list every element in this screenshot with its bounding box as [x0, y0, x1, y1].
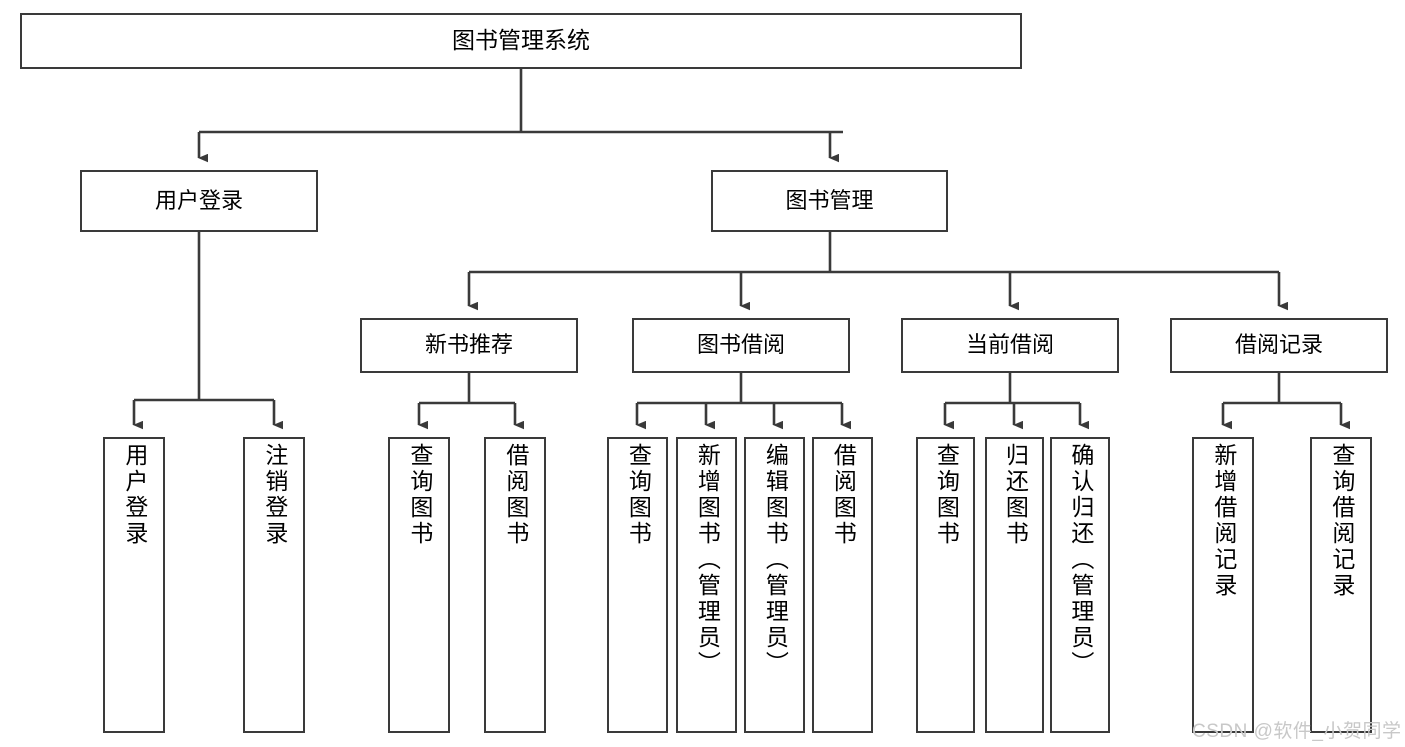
- node-leaf[interactable]: 借阅图书: [484, 437, 546, 733]
- node-leaf[interactable]: 查询图书: [607, 437, 668, 733]
- node-level3-current-borrow[interactable]: 当前借阅: [901, 318, 1119, 373]
- node-level3-borrow-record[interactable]: 借阅记录: [1170, 318, 1388, 373]
- node-label: 用户登录: [121, 443, 148, 547]
- node-leaf[interactable]: 用户登录: [103, 437, 165, 733]
- node-leaf[interactable]: 查询图书: [388, 437, 450, 733]
- node-leaf[interactable]: 确认归还（管理员）: [1050, 437, 1110, 733]
- node-label: 图书管理: [785, 187, 874, 213]
- node-leaf[interactable]: 编辑图书（管理员）: [744, 437, 805, 733]
- node-label: 注销登录: [261, 443, 288, 547]
- node-label: 查询借阅记录: [1328, 443, 1355, 599]
- node-label: 新增图书（管理员）: [694, 443, 721, 677]
- node-leaf[interactable]: 借阅图书: [812, 437, 873, 733]
- node-label: 确认归还（管理员）: [1067, 443, 1094, 677]
- watermark: CSDN @软件_小贺同学: [1192, 721, 1402, 742]
- node-label: 当前借阅: [965, 332, 1054, 358]
- node-label: 新书推荐: [424, 332, 513, 358]
- node-leaf[interactable]: 新增借阅记录: [1192, 437, 1254, 733]
- node-level3-book-borrow[interactable]: 图书借阅: [632, 318, 850, 373]
- node-label: 图书管理系统: [452, 27, 590, 54]
- node-label: 新增借阅记录: [1210, 443, 1237, 599]
- node-label: 用户登录: [154, 187, 243, 213]
- node-leaf[interactable]: 注销登录: [243, 437, 305, 733]
- node-level3-new-book-recommend[interactable]: 新书推荐: [360, 318, 578, 373]
- node-label: 归还图书: [1002, 443, 1029, 547]
- node-leaf[interactable]: 查询图书: [916, 437, 975, 733]
- node-label: 查询图书: [625, 443, 652, 547]
- node-level2-book-management[interactable]: 图书管理: [711, 170, 948, 232]
- node-label: 编辑图书（管理员）: [762, 443, 789, 677]
- node-leaf[interactable]: 归还图书: [985, 437, 1044, 733]
- node-label: 借阅图书: [830, 443, 857, 547]
- node-root[interactable]: 图书管理系统: [20, 13, 1022, 69]
- node-label: 查询图书: [406, 443, 433, 547]
- node-label: 图书借阅: [696, 332, 785, 358]
- node-label: 借阅记录: [1234, 332, 1323, 358]
- node-label: 查询图书: [933, 443, 960, 547]
- node-label: 借阅图书: [502, 443, 529, 547]
- node-leaf[interactable]: 新增图书（管理员）: [676, 437, 737, 733]
- node-level2-user-login[interactable]: 用户登录: [80, 170, 318, 232]
- node-leaf[interactable]: 查询借阅记录: [1310, 437, 1372, 733]
